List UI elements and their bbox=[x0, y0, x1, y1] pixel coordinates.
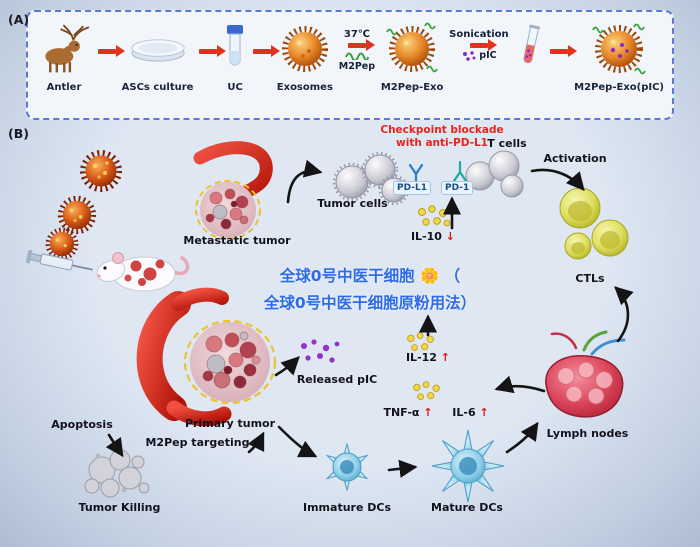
tumor-cells-label: Tumor cells bbox=[317, 197, 388, 210]
ctls-illustration bbox=[559, 187, 629, 260]
t-cells-illustration bbox=[465, 150, 524, 198]
syringe-icon bbox=[26, 250, 93, 271]
centrifuge-tube-icon bbox=[227, 25, 244, 66]
panel-a-arrow-4 bbox=[347, 43, 366, 48]
primary-tumor-illustration bbox=[136, 287, 277, 427]
step-label-m2pep-exo: M2Pep-Exo bbox=[380, 82, 444, 93]
cytokine-dots bbox=[407, 332, 434, 352]
panel-a: Antler ASCs culture UC bbox=[26, 10, 674, 120]
pd-l1-label: PD-L1 bbox=[393, 181, 431, 195]
panel-a-arrow-3 bbox=[252, 49, 271, 54]
step-label-exosomes: Exosomes bbox=[276, 82, 333, 93]
cytokine-dots bbox=[418, 205, 451, 227]
step-ascs: ASCs culture bbox=[121, 18, 194, 93]
checkpoint-blockade-label: Checkpoint blockade with anti-PD-L1 bbox=[350, 124, 534, 149]
watermark-line2: 全球0号中医干细胞原粉用法） bbox=[263, 293, 477, 312]
il6-up-arrow: ↑ bbox=[479, 406, 489, 419]
activation-label: Activation bbox=[543, 152, 607, 165]
pd-1-label: PD-1 bbox=[441, 181, 474, 195]
il12-text: IL-12 bbox=[405, 351, 437, 364]
step-label-ascs: ASCs culture bbox=[121, 82, 194, 93]
step-label-m2pep-exo-pic: M2Pep-Exo(pIC) bbox=[574, 82, 664, 93]
pic-label: pIC bbox=[479, 50, 497, 61]
step-antler: Antler bbox=[36, 18, 92, 93]
tnfa-up-arrow: ↑ bbox=[423, 406, 433, 419]
panel-a-arrow-6 bbox=[550, 49, 569, 54]
ctls-label: CTLs bbox=[575, 272, 605, 285]
virus-particle-icon bbox=[80, 150, 122, 192]
dendritic-cell-icon bbox=[431, 429, 505, 503]
tumor-killing-illustration bbox=[84, 449, 150, 498]
watermark: 全球0号中医干细胞 🌼 （ 全球0号中医干细胞原粉用法） bbox=[140, 263, 600, 316]
il6-text: IL-6 bbox=[452, 406, 476, 419]
panel-a-arrow-1 bbox=[97, 49, 116, 54]
m2pep-label: M2Pep bbox=[338, 60, 376, 72]
tumor-killing-label: Tumor Killing bbox=[78, 501, 161, 514]
metastatic-tumor-illustration bbox=[193, 141, 273, 240]
panel-b-letter: (B) bbox=[8, 126, 29, 141]
panel-a-arrow-5 bbox=[469, 43, 488, 48]
m2pep-peptide-icon bbox=[344, 52, 369, 60]
immature-dcs-label: Immature DCs bbox=[303, 501, 391, 514]
cytokine-dots bbox=[413, 381, 440, 401]
dendritic-cell-icon bbox=[325, 442, 369, 492]
released-pic-dots bbox=[301, 339, 340, 363]
virus-particle-icon bbox=[57, 195, 97, 235]
step-m2pep-exo: M2Pep-Exo bbox=[381, 18, 443, 93]
petri-dish-icon bbox=[130, 39, 185, 62]
step-m2pep-exo-pic: M2Pep-Exo(pIC) bbox=[574, 18, 664, 93]
deer-icon bbox=[45, 24, 90, 73]
tnfa-text: TNF-α bbox=[383, 406, 420, 419]
lymph-nodes-label: Lymph nodes bbox=[546, 427, 629, 440]
il10-label: IL-10 ↓ bbox=[403, 230, 463, 244]
apoptosis-label: Apoptosis bbox=[51, 418, 113, 431]
arrow-group-sonication: Sonication pIC bbox=[449, 29, 509, 62]
tnfa-label: TNF-α ↑ bbox=[373, 406, 443, 420]
panel-a-arrow-2 bbox=[199, 49, 218, 54]
step-label-uc: UC bbox=[227, 82, 243, 93]
arrow-immature-to-mature bbox=[387, 459, 418, 478]
pic-dots-icon bbox=[463, 50, 476, 61]
released-pic-label: Released pIC bbox=[296, 373, 378, 386]
m2pep-targeting-label: M2Pep targeting bbox=[145, 436, 250, 449]
il10-text: IL-10 bbox=[410, 230, 442, 243]
t-cells-label: T cells bbox=[487, 137, 527, 150]
panel-a-letter: (A) bbox=[8, 12, 30, 27]
step-uc: UC bbox=[223, 18, 247, 93]
m2pep-exo-pic-icon bbox=[592, 23, 646, 75]
il12-up-arrow: ↑ bbox=[440, 351, 451, 364]
exosome-icon bbox=[281, 26, 328, 72]
watermark-line1: 全球0号中医干细胞 🌼 （ bbox=[279, 267, 461, 285]
mouse-icon bbox=[96, 252, 190, 292]
metastatic-tumor-label: Metastatic tumor bbox=[183, 234, 291, 247]
il10-down-arrow: ↓ bbox=[445, 230, 456, 243]
il12-label: IL-12 ↑ bbox=[398, 351, 458, 365]
arrow-group-m2pep: 37℃ M2Pep bbox=[339, 29, 375, 72]
step-label-antler: Antler bbox=[46, 82, 82, 93]
sample-tube-icon bbox=[522, 24, 540, 64]
primary-tumor-label: Primary tumor bbox=[184, 417, 276, 430]
m2pep-exo-icon bbox=[386, 22, 438, 73]
il6-label: IL-6 ↑ bbox=[443, 406, 498, 420]
checkpoint-line2: with anti-PD-L1 bbox=[396, 136, 488, 149]
mature-dcs-label: Mature DCs bbox=[431, 501, 503, 514]
sonication-label: Sonication bbox=[449, 29, 509, 40]
step-exosomes: Exosomes bbox=[277, 18, 333, 93]
lymph-node-icon bbox=[545, 330, 626, 418]
checkpoint-line1: Checkpoint blockade bbox=[380, 124, 504, 136]
sonication-tube bbox=[515, 18, 545, 80]
temp-label: 37℃ bbox=[343, 29, 370, 40]
